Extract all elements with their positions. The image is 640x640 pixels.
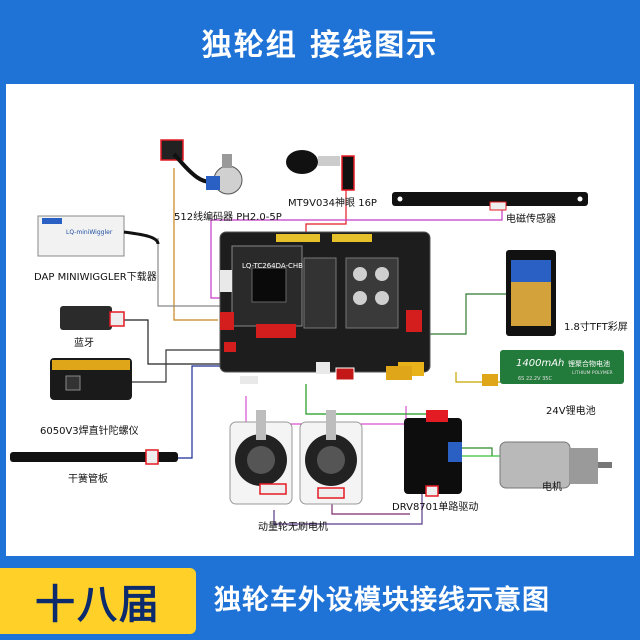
header-bar: 独轮组 接线图示 [0,0,640,84]
bluetooth-label: 蓝牙 [74,338,94,349]
reed-wire [154,365,242,459]
driver-label: DRV8701单路驱动 [392,502,479,513]
dap-downloader: LQ-miniWiggler [37,215,160,257]
battery-spec: 6S 22.2V 35C [518,376,552,382]
camera-label: MT9V034神眼 16P [288,198,377,209]
battery-brand: 锂聚合物电池 [568,359,610,368]
encoder-wire [173,168,218,321]
tft-wire [420,293,506,335]
reed-board [10,449,178,465]
tft-label: 1.8寸TFT彩屏 [564,322,628,333]
main-board: LQ-TC264DA-CHB [219,231,431,384]
encoder-label: 512线编码器 PH2.0-5P [174,212,282,223]
wiring-diagram: LQ-TC264DA-CHB LQ-miniWiggler [6,84,634,556]
board-model-text: LQ-TC264DA-CHB [242,262,303,270]
momentum-motor-label: 动量轮无刷电机 [258,522,328,533]
footer-caption: 独轮车外设模块接线示意图 [214,585,550,616]
dap-downloader-label: DAP MINIWIGGLER下载器 [34,272,157,283]
camera-wire [305,188,347,238]
gyro-label: 6050V3焊直针陀螺仪 [40,426,139,437]
em-sensor-board [392,192,588,211]
momentum-motor-left [229,410,293,505]
motor-wire-b [462,455,503,462]
motor-wire-a [462,447,493,456]
bluetooth-wire [124,319,220,365]
em-sensor-wire [210,206,503,299]
dap-wire [157,238,220,307]
footer-bar: 十八届 独轮车外设模块接线示意图 [0,560,640,640]
gyro-board [50,358,132,400]
battery-label: 24V锂电池 [546,406,596,417]
motor-driver-board [404,410,462,497]
page-title: 独轮组 接线图示 [201,28,439,63]
wiring-diagram-svg: LQ-TC264DA-CHB LQ-miniWiggler [10,139,624,525]
bluetooth-module [60,306,125,330]
driver-pwm-wire [305,384,436,415]
gyro-wire [132,349,220,383]
motor-label: 电机 [542,482,562,493]
em-sensor-label: 电磁传感器 [506,214,556,225]
battery-brand-sub: LITHIUM POLYMER [572,370,613,376]
battery-pack: 1400mAh 锂聚合物电池 LITHIUM POLYMER 6S 22.2V … [386,350,624,386]
battery-capacity: 1400mAh [516,358,564,369]
encoder-512 [160,139,243,195]
edition-badge: 十八届 [0,568,196,634]
reed-label: 干簧管板 [68,474,108,485]
tft-screen [506,250,556,336]
edition-badge-text: 十八届 [35,582,161,628]
dc-motor [499,441,612,489]
encoder-left-wire [273,494,423,525]
camera-module [286,150,355,191]
dap-label: LQ-miniWiggler [66,229,113,236]
momentum-motor-right [299,410,363,505]
